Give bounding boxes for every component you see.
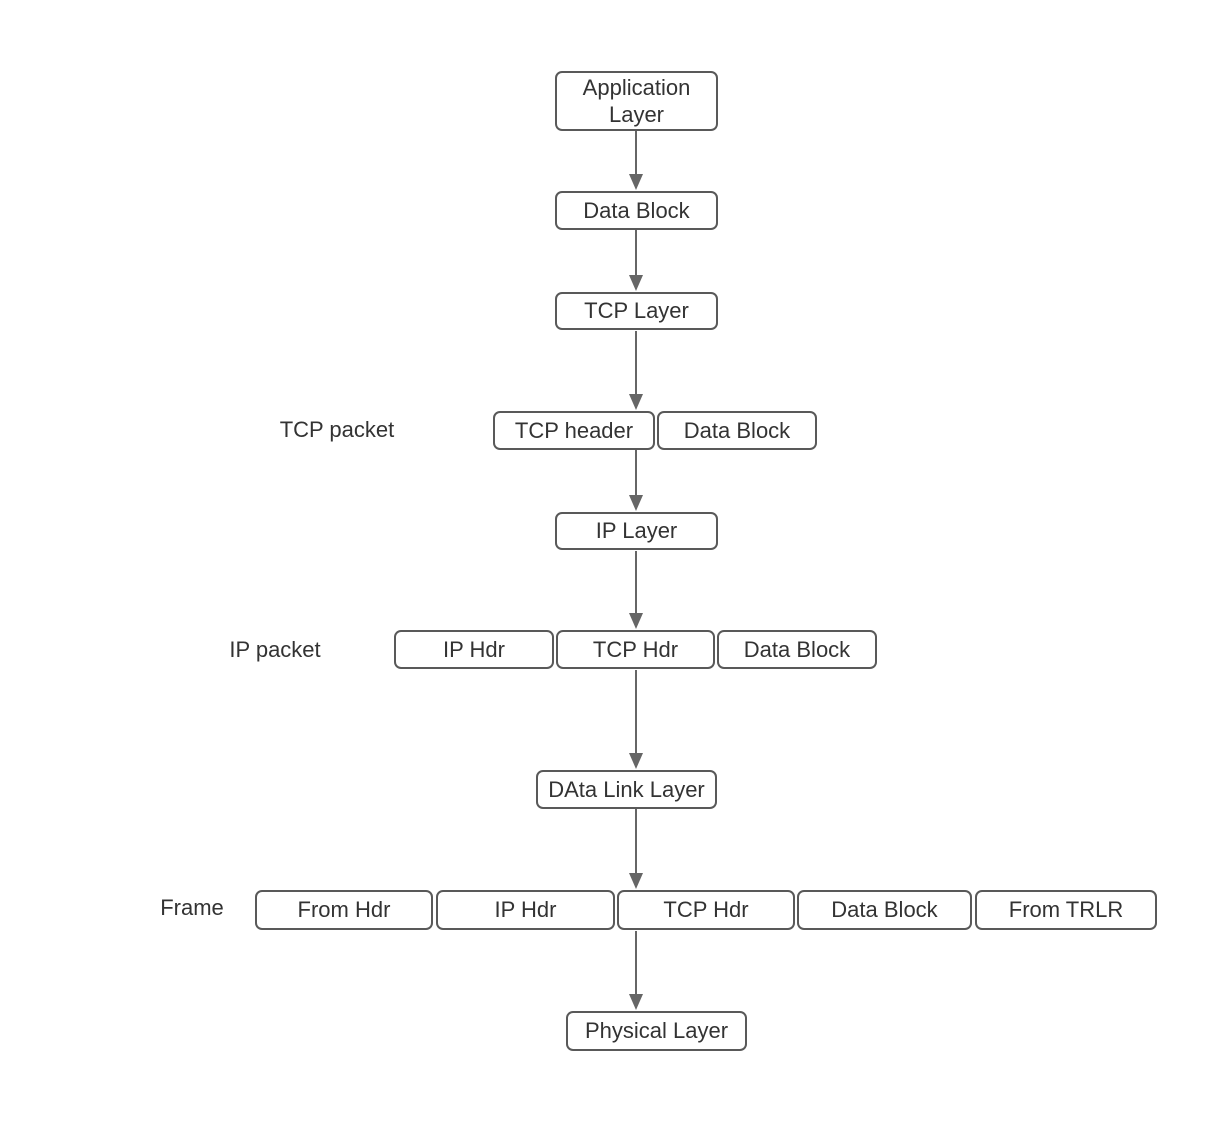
row-label-tcp-packet: TCP packet [279, 417, 395, 442]
node-ip-packet-tcp-hdr: TCP Hdr [556, 630, 715, 669]
node-frame-from-hdr: From Hdr [255, 890, 433, 930]
node-ip-hdr: IP Hdr [394, 630, 554, 669]
node-ip-layer-label: IP Layer [595, 518, 678, 544]
node-data-link-layer: DAta Link Layer [536, 770, 717, 809]
node-tcp-layer-label: TCP Layer [584, 298, 689, 324]
node-tcp-header: TCP header [493, 411, 655, 450]
node-tcp-header-label: TCP header [514, 417, 634, 443]
node-frame-from-trlr: From TRLR [975, 890, 1157, 930]
node-frame-data-block: Data Block [797, 890, 972, 930]
node-frame-from-trlr-label: From TRLR [1008, 897, 1124, 923]
node-physical-layer: Physical Layer [566, 1011, 747, 1051]
node-ip-layer: IP Layer [555, 512, 718, 550]
node-frame-from-hdr-label: From Hdr [297, 897, 391, 923]
node-ip-hdr-label: IP Hdr [443, 636, 505, 662]
node-data-link-layer-label: DAta Link Layer [548, 776, 705, 802]
node-tcp-layer: TCP Layer [555, 292, 718, 330]
node-application-layer-label: Application Layer [582, 74, 691, 128]
node-ip-packet-data-block-label: Data Block [743, 636, 851, 662]
node-application-layer: Application Layer [555, 71, 718, 131]
node-frame-data-block-label: Data Block [831, 897, 938, 923]
node-frame-ip-hdr-label: IP Hdr [494, 897, 557, 923]
node-ip-packet-tcp-hdr-label: TCP Hdr [592, 636, 679, 662]
row-label-ip-packet: IP packet [229, 637, 321, 662]
node-tcp-packet-data-block: Data Block [657, 411, 817, 450]
node-ip-packet-data-block: Data Block [717, 630, 877, 669]
node-frame-tcp-hdr: TCP Hdr [617, 890, 795, 930]
node-physical-layer-label: Physical Layer [584, 1018, 729, 1044]
node-data-block-top: Data Block [555, 191, 718, 230]
node-frame-tcp-hdr-label: TCP Hdr [663, 897, 749, 923]
node-tcp-packet-data-block-label: Data Block [683, 417, 791, 443]
row-label-frame: Frame [160, 895, 224, 920]
node-frame-ip-hdr: IP Hdr [436, 890, 615, 930]
node-data-block-top-label: Data Block [583, 197, 690, 223]
